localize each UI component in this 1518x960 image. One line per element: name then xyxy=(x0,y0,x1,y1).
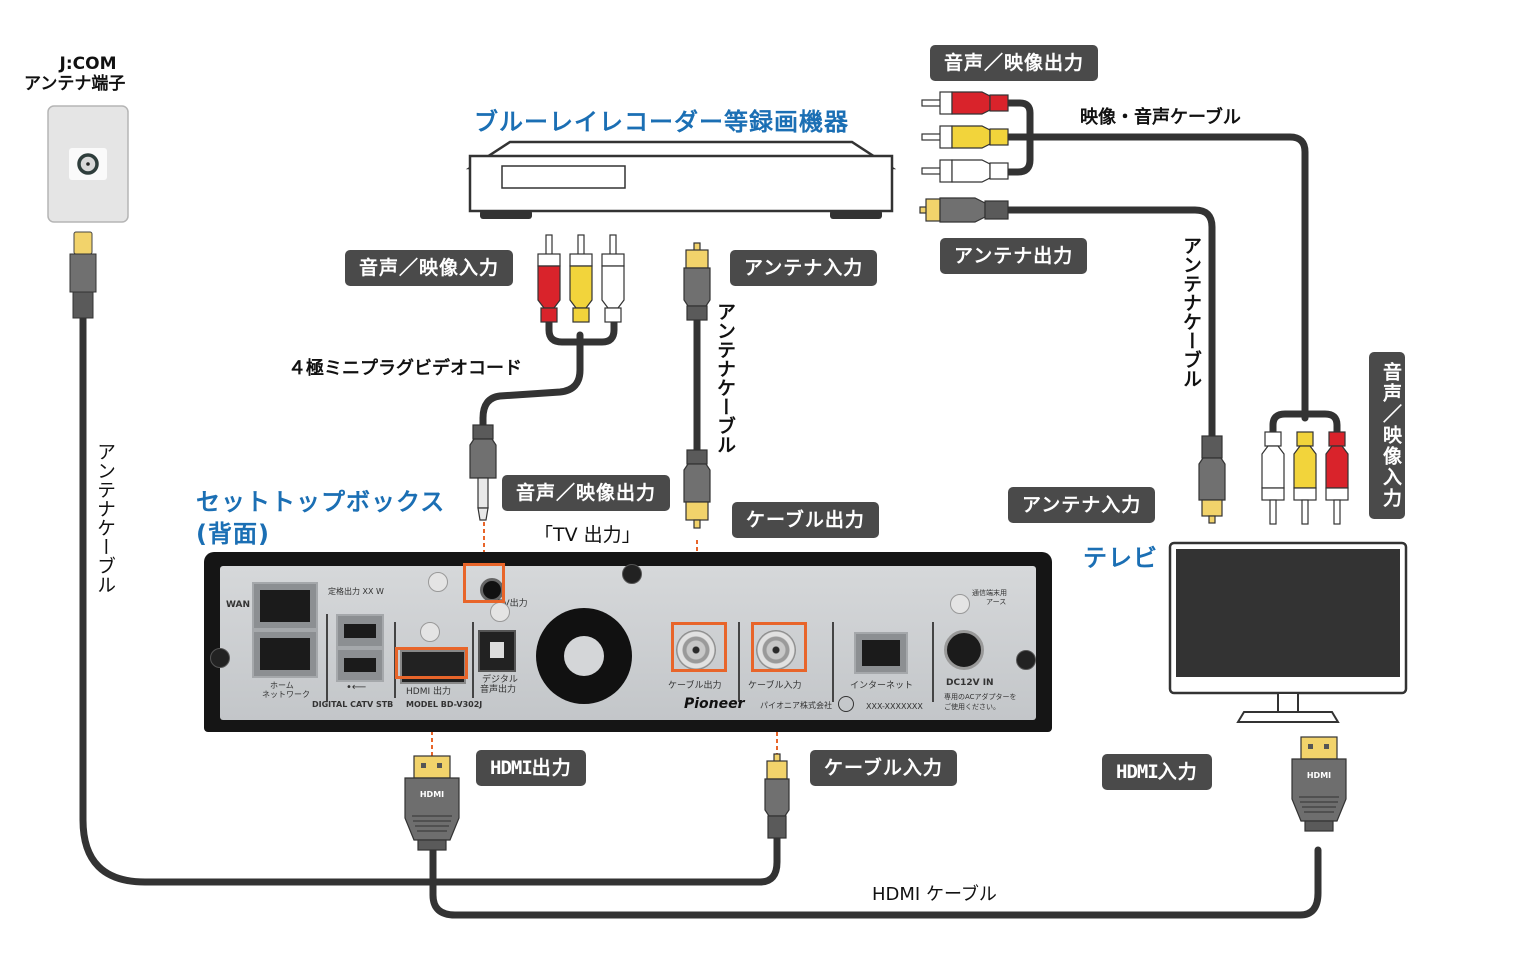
cable-out-label: ケーブル出力 xyxy=(668,681,722,691)
hdmi-logo: HDMI xyxy=(1116,761,1159,783)
tag-stb-hdmi-output: HDMI出力 xyxy=(476,750,586,786)
hdmi-plug-tv: HDMI xyxy=(1291,736,1347,832)
tag-tv-hdmi-input: HDMI入力 xyxy=(1102,754,1212,790)
antenna-outlet-label-line2: アンテナ端子 xyxy=(24,74,126,94)
rca-plugs-tv-input xyxy=(1261,431,1349,525)
tag-recorder-av-output: 音声／映像出力 xyxy=(930,45,1099,81)
digital-catv-label: DIGITAL CATV STB xyxy=(312,700,394,709)
optical-audio-port xyxy=(478,630,516,672)
mini-plug-cord xyxy=(479,331,584,429)
adapter-note-2: ご使用ください。 xyxy=(944,703,1000,711)
tv-device xyxy=(1168,541,1408,723)
tag-recorder-av-input: 音声／映像入力 xyxy=(345,250,514,286)
highlight-cable-out xyxy=(671,622,727,672)
hdmi-logo: HDMI xyxy=(490,757,533,779)
wan-port xyxy=(252,582,318,630)
disc-tray-icon xyxy=(501,165,626,189)
cooling-fan xyxy=(536,608,632,704)
rca-plug-yellow-tv xyxy=(1293,431,1317,525)
tag-stb-cable-output: ケーブル出力 xyxy=(732,502,879,538)
tv-heading: テレビ xyxy=(1083,544,1158,572)
ground-label-1: 通信端末用 xyxy=(972,589,1007,597)
antenna-plug-stb-cable-in xyxy=(764,753,790,839)
rca-plug-white-out xyxy=(921,159,1009,183)
antenna-cable-left-label: アンテナケーブル xyxy=(94,442,116,594)
wan-label: WAN xyxy=(226,600,251,610)
highlight-cable-in xyxy=(751,622,807,672)
cable-in-label: ケーブル入力 xyxy=(748,681,802,691)
tag-stb-cable-input: ケーブル入力 xyxy=(810,750,957,786)
rated-output-label: 定格出力 XX W xyxy=(328,587,384,596)
svg-text:HDMI: HDMI xyxy=(420,790,444,799)
highlight-tv-out xyxy=(463,563,505,603)
antenna-outlet-label: J:COM xyxy=(52,54,124,74)
usb-icon: •⟵ xyxy=(346,682,367,693)
antenna-cable-right-label: アンテナケーブル xyxy=(1180,236,1202,388)
dc-in-port xyxy=(944,630,984,670)
brand-jp-label: パイオニア株式会社 xyxy=(760,701,832,710)
recorder-heading: ブルーレイレコーダー等録画機器 xyxy=(474,108,849,136)
cables xyxy=(79,99,1341,919)
mini-plug-cord-label: ４極ミニプラグビデオコード xyxy=(288,358,522,379)
digital-audio-label-1: デジタル xyxy=(482,675,518,685)
antenna-outlet-label-line1: J:COM xyxy=(59,54,117,74)
home-network-label-2: ネットワーク xyxy=(262,690,310,699)
antenna-plug-recorder-input xyxy=(683,242,711,321)
hdmi-cable xyxy=(429,846,1322,919)
usb-port-1 xyxy=(336,614,384,648)
tag-recorder-antenna-output: アンテナ出力 xyxy=(940,238,1088,274)
rca-plug-red-tv xyxy=(1325,431,1349,525)
tag-stb-av-output: 音声／映像出力 xyxy=(502,475,671,511)
home-network-port xyxy=(252,630,318,678)
cable-in-port xyxy=(756,630,796,670)
serial-label: XXX-XXXXXXX xyxy=(866,702,923,711)
dc-in-label: DC12V IN xyxy=(946,678,994,688)
tag-recorder-antenna-input: アンテナ入力 xyxy=(730,250,878,286)
antenna-plug-outlet xyxy=(69,231,97,319)
mini-plug-stb xyxy=(469,424,497,521)
rca-plug-yellow-out xyxy=(921,125,1009,149)
rca-plug-red xyxy=(537,234,561,323)
stb-heading: セットトップボックス xyxy=(196,488,446,516)
brand-logo: Pioneer xyxy=(684,696,745,712)
antenna-cable-left xyxy=(79,314,781,886)
antenna-plug-tv-input xyxy=(1198,435,1226,524)
rca-plug-white-tv xyxy=(1261,431,1285,525)
recorder-device xyxy=(465,140,897,219)
usb-port-2 xyxy=(336,648,384,682)
set-top-box-rear: WAN ホーム ネットワーク 定格出力 XX W •⟵ DIGITAL CATV… xyxy=(204,552,1052,732)
hdmi-plug-stb: HDMI xyxy=(404,755,460,851)
antenna-cable-right xyxy=(1004,206,1216,440)
ground-label-2: アース xyxy=(986,598,1007,606)
rca-plugs-recorder-input xyxy=(537,234,625,323)
rca-plugs-recorder-output xyxy=(921,91,1009,183)
internet-port xyxy=(854,632,908,674)
home-network-label-1: ホーム xyxy=(270,681,294,690)
antenna-plug-recorder-output xyxy=(919,197,1009,223)
antenna-cable-mid-label: アンテナケーブル xyxy=(714,302,736,454)
internet-label: インターネット xyxy=(850,681,914,691)
tag-tv-av-input: 音声／映像入力 xyxy=(1369,352,1405,519)
rca-plug-yellow xyxy=(569,234,593,323)
antenna-plug-stb-cable-out xyxy=(683,449,711,529)
cable-out-port xyxy=(676,630,716,670)
highlight-hdmi-out xyxy=(395,647,468,679)
hdmi-port-label: HDMI 出力 xyxy=(406,687,451,697)
rca-plug-red-out xyxy=(921,91,1009,115)
tv-output-note: 「TV 出力」 xyxy=(534,524,641,546)
adapter-note-1: 専用のACアダプターを xyxy=(944,693,1017,701)
stb-rear-panel: WAN ホーム ネットワーク 定格出力 XX W •⟵ DIGITAL CATV… xyxy=(220,566,1036,720)
svg-text:HDMI: HDMI xyxy=(1307,771,1331,780)
antenna-outlet xyxy=(47,105,129,223)
model-label: MODEL BD-V302J xyxy=(406,700,483,709)
hdmi-cable-label: HDMI ケーブル xyxy=(872,884,997,905)
rca-plug-white xyxy=(601,234,625,323)
digital-audio-label-2: 音声出力 xyxy=(480,685,517,695)
av-cable-label: 映像・音声ケーブル xyxy=(1080,107,1241,128)
tv-out-label: TV出力 xyxy=(498,599,528,609)
tag-tv-antenna-input: アンテナ入力 xyxy=(1008,487,1156,523)
stb-heading-sub: (背面) xyxy=(196,520,270,548)
certification-mark-icon xyxy=(838,696,854,712)
